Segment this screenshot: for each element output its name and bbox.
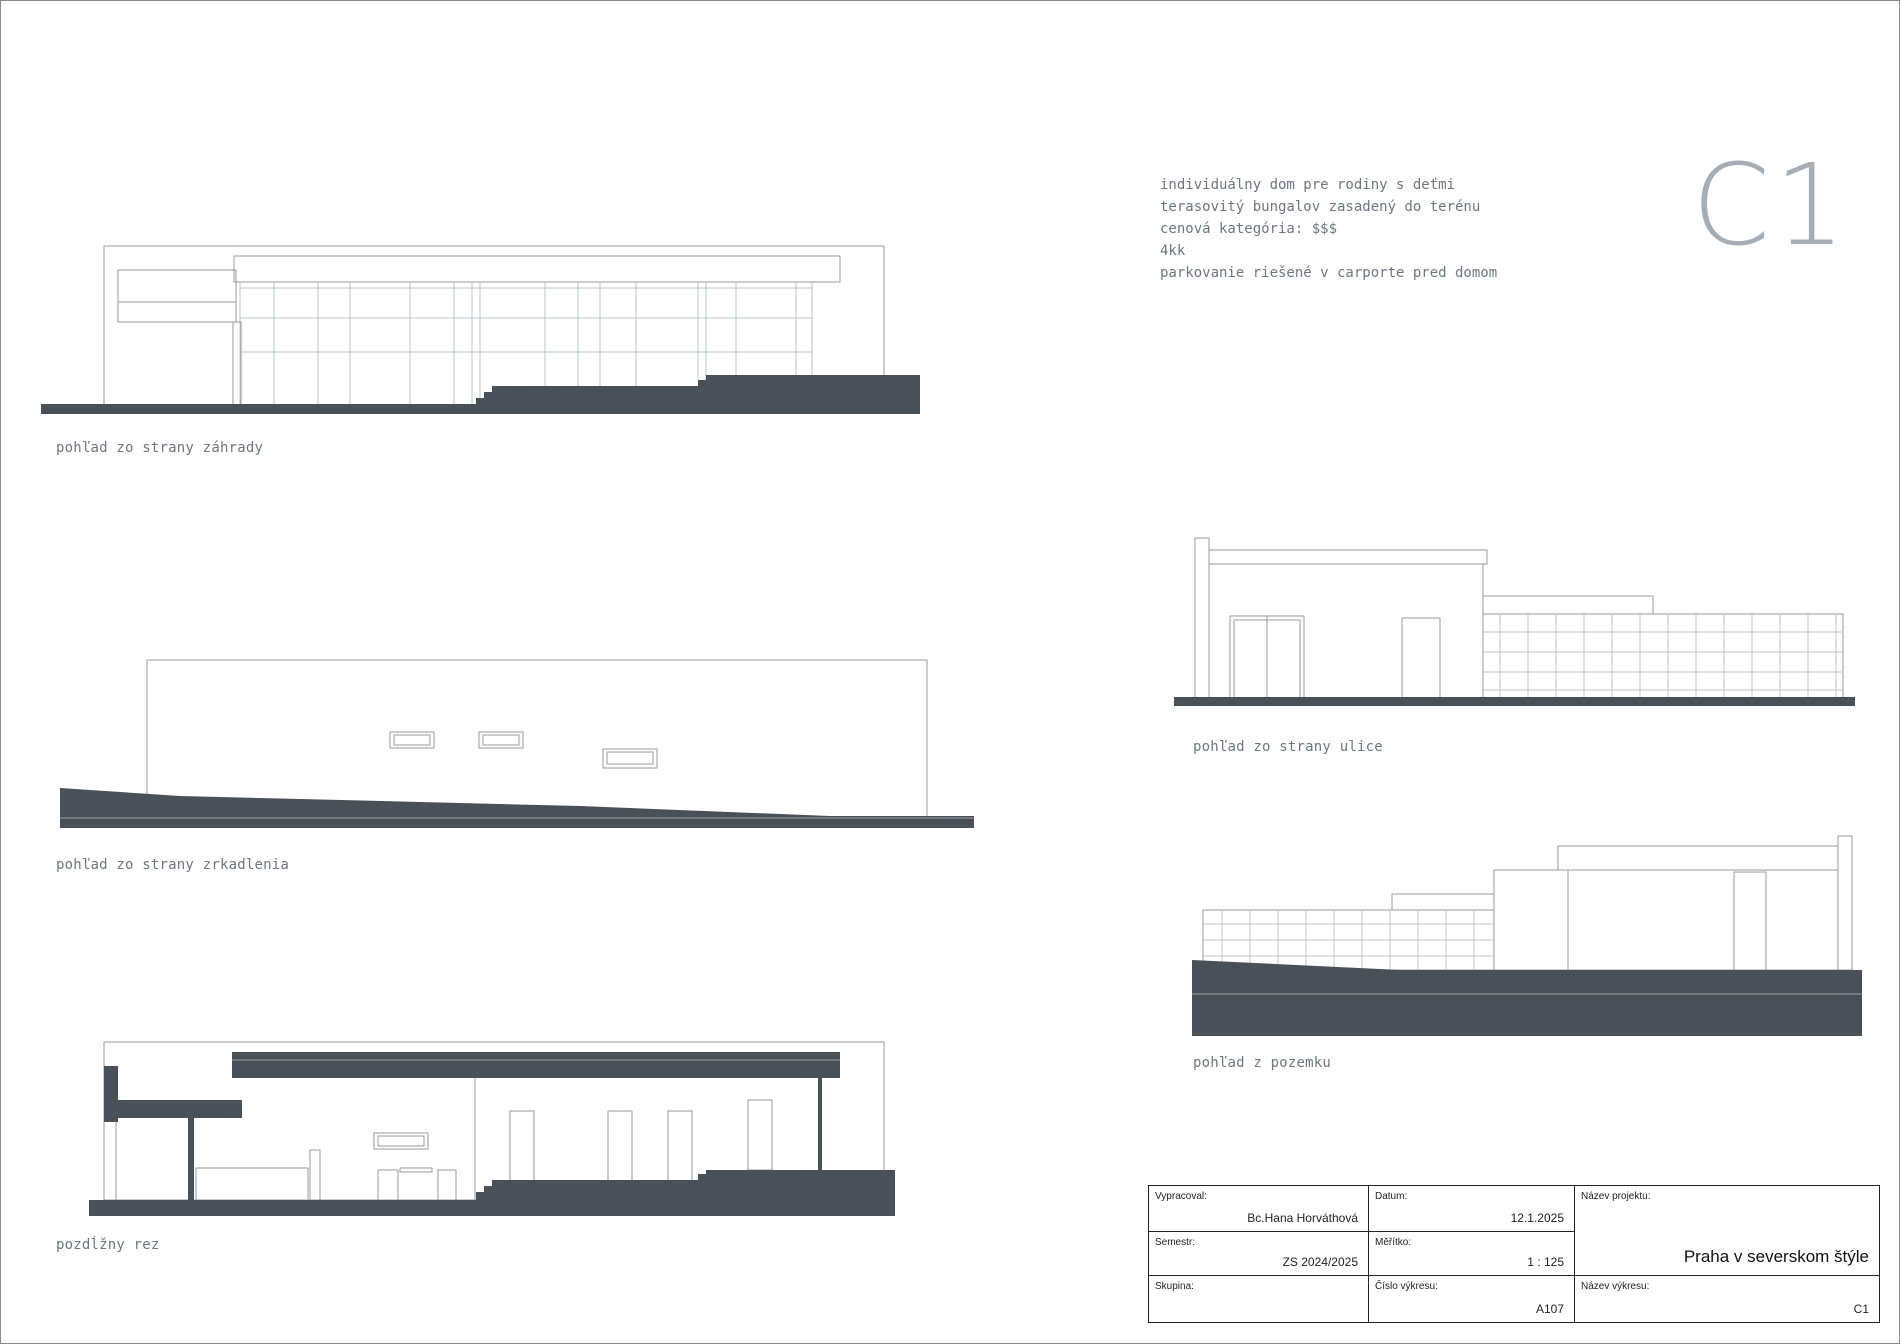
cell-project: Název projektu: Praha v severskom štýle <box>1575 1186 1879 1276</box>
plot-elevation <box>1202 835 1853 971</box>
date-value: 12.1.2025 <box>1510 1211 1564 1225</box>
sheet-code: C1 <box>1692 141 1850 271</box>
date-label: Datum: <box>1375 1191 1408 1202</box>
cell-drawing-number: Číslo výkresu: A107 <box>1369 1276 1575 1322</box>
description-line: individuálny dom pre rodiny s deťmi <box>1160 177 1456 193</box>
drawing-name-label: Název výkresu: <box>1581 1281 1650 1292</box>
semester-value: ZS 2024/2025 <box>1282 1255 1358 1269</box>
neighbor-ground <box>60 788 974 828</box>
drawing-number-value: A107 <box>1535 1302 1564 1316</box>
garden-ground <box>41 375 920 414</box>
project-label: Název projektu: <box>1581 1191 1651 1202</box>
street-elevation <box>1194 537 1844 699</box>
scale-value: 1 : 125 <box>1527 1255 1564 1269</box>
title-block: Vypracoval: Bc.Hana Horváthová Semestr: … <box>1148 1185 1880 1323</box>
plot-fence-pattern <box>1203 910 1494 970</box>
caption-street-view: pohľad zo strany ulice <box>1193 739 1383 755</box>
cell-date: Datum: 12.1.2025 <box>1369 1186 1575 1232</box>
group-label: Skupina: <box>1155 1281 1194 1292</box>
description-line: cenová kategória: $$$ <box>1160 221 1338 237</box>
cell-scale: Měřítko: 1 : 125 <box>1369 1232 1575 1276</box>
author-label: Vypracoval: <box>1155 1191 1207 1202</box>
cell-group: Skupina: <box>1149 1276 1369 1322</box>
cell-drawing-name: Název výkresu: C1 <box>1575 1276 1879 1322</box>
street-fence-pattern <box>1483 614 1843 698</box>
author-value: Bc.Hana Horváthová <box>1247 1211 1358 1225</box>
caption-neighbor-view: pohľad zo strany zrkadlenia <box>56 857 289 873</box>
semester-label: Semestr: <box>1155 1237 1196 1248</box>
description-line: parkovanie riešené v carporte pred domom <box>1160 265 1498 281</box>
cell-author: Vypracoval: Bc.Hana Horváthová <box>1149 1186 1369 1232</box>
cell-semester: Semestr: ZS 2024/2025 <box>1149 1232 1369 1276</box>
drawing-name-value: C1 <box>1853 1302 1869 1316</box>
project-description: individuálny dom pre rodiny s deťmi tera… <box>1160 174 1497 284</box>
caption-garden-view: pohľad zo strany záhrady <box>56 440 264 456</box>
plot-ground <box>1192 960 1862 1036</box>
project-name: Praha v severskom štýle <box>1683 1247 1869 1266</box>
drawing-number-label: Číslo výkresu: <box>1375 1281 1438 1292</box>
scale-label: Měřítko: <box>1375 1237 1412 1248</box>
caption-plot-view: pohľad z pozemku <box>1193 1055 1332 1071</box>
description-line: 4kk <box>1160 243 1186 259</box>
neighbor-elevation <box>146 659 928 821</box>
section-ground <box>89 1170 895 1216</box>
description-line: terasovitý bungalov zasadený do terénu <box>1160 199 1481 215</box>
section-cut <box>104 1052 840 1200</box>
garden-elevation <box>103 245 885 407</box>
caption-section: pozdĺžny rez <box>56 1237 160 1253</box>
street-ground <box>1174 697 1855 706</box>
